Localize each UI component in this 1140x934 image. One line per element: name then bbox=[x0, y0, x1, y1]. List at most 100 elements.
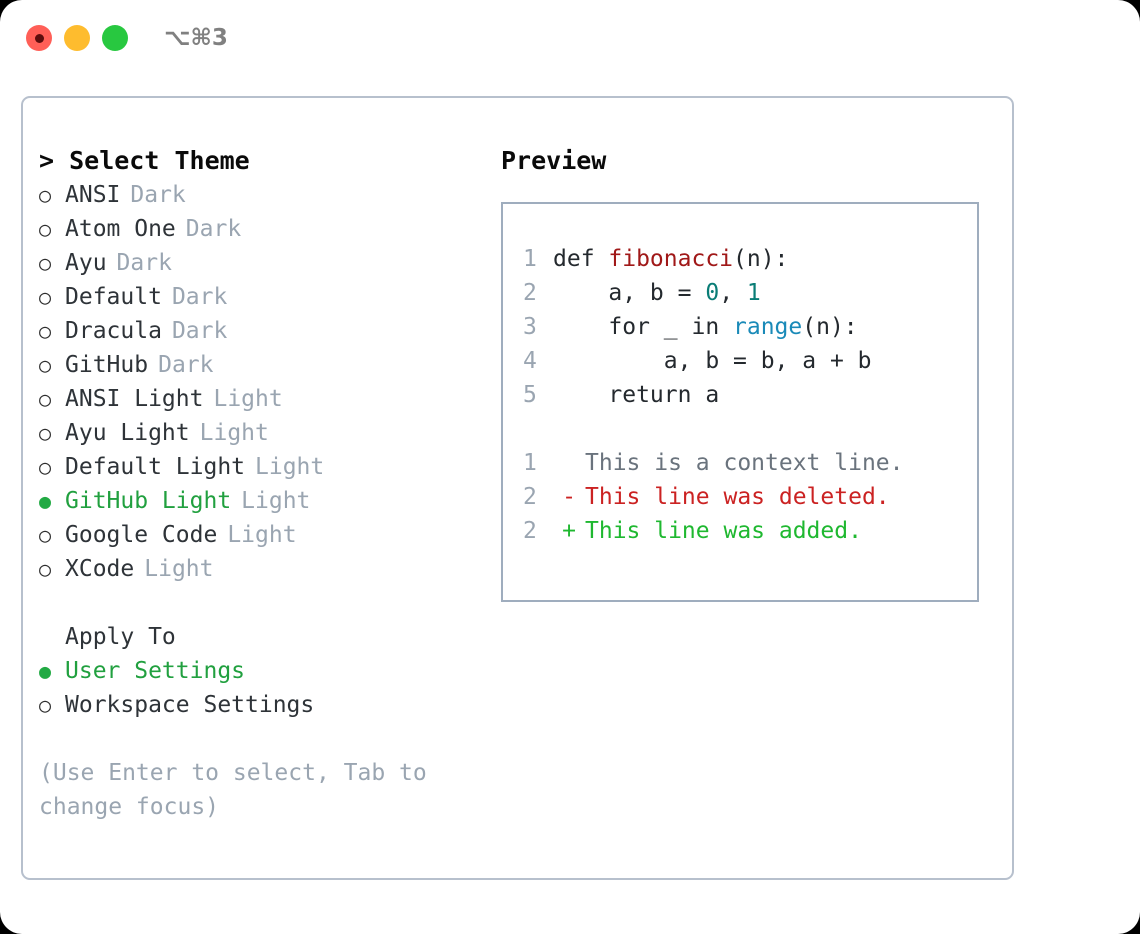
theme-name-label: ANSI Light bbox=[65, 386, 204, 412]
code-line-number: 3 bbox=[523, 314, 537, 340]
theme-list-item[interactable]: ○ Ayu Light Light bbox=[39, 416, 483, 450]
radio-unselected-icon: ○ bbox=[39, 387, 52, 411]
code-token-function: fibonacci bbox=[608, 246, 734, 272]
theme-name-label: Ayu Light bbox=[65, 420, 190, 446]
radio-selected-icon: ● bbox=[39, 489, 52, 513]
theme-variant-tag: Light bbox=[241, 488, 311, 514]
code-line-number: 2 bbox=[523, 280, 537, 306]
theme-name-label: ANSI bbox=[65, 182, 121, 208]
diff-sample: 1 This is a context line.2-This line was… bbox=[523, 446, 977, 548]
theme-variant-tag: Dark bbox=[185, 216, 242, 242]
title-bar: ⌥⌘3 bbox=[0, 0, 1140, 76]
code-token-plain: a, b = bbox=[553, 280, 706, 306]
apply-to-item[interactable]: ○ Workspace Settings bbox=[39, 688, 483, 722]
apply-to-item[interactable]: ● User Settings bbox=[39, 654, 483, 688]
theme-name-label: Default Light bbox=[65, 454, 246, 480]
radio-unselected-icon: ○ bbox=[39, 319, 52, 343]
theme-variant-tag: Dark bbox=[130, 182, 186, 208]
theme-variant-tag: Dark bbox=[171, 318, 228, 344]
apply-to-list[interactable]: ● User Settings ○ Workspace Settings bbox=[39, 654, 483, 722]
code-token-plain: (n): bbox=[733, 246, 789, 272]
theme-variant-tag: Dark bbox=[171, 284, 228, 310]
theme-variant-tag: Dark bbox=[158, 352, 214, 378]
diff-context-line: 1 This is a context line. bbox=[523, 446, 977, 480]
apply-to-label: User Settings bbox=[65, 658, 246, 684]
code-token-plain: for _ in bbox=[553, 314, 734, 340]
code-token-plain: def bbox=[553, 246, 609, 272]
diff-marker: + bbox=[562, 518, 576, 544]
code-token-number: 1 bbox=[746, 280, 761, 306]
apply-to-header: Apply To bbox=[65, 624, 176, 650]
diff-line-text: This is a context line. bbox=[585, 450, 904, 476]
radio-selected-icon: ● bbox=[39, 659, 52, 683]
theme-list-item[interactable]: ○ Atom One Dark bbox=[39, 212, 483, 246]
theme-name-label: Default bbox=[65, 284, 162, 310]
code-line: 4 a, b = b, a + b bbox=[523, 344, 977, 378]
code-line-number: 1 bbox=[523, 246, 537, 272]
theme-list-item[interactable]: ● GitHub Light Light bbox=[39, 484, 483, 518]
radio-unselected-icon: ○ bbox=[39, 251, 52, 275]
code-line: 5 return a bbox=[523, 378, 977, 412]
zoom-button[interactable] bbox=[102, 25, 128, 51]
minimize-button[interactable] bbox=[64, 25, 90, 51]
radio-unselected-icon: ○ bbox=[39, 523, 52, 547]
diff-added-line: 2+This line was added. bbox=[523, 514, 977, 548]
theme-list-item[interactable]: ○ Default Dark bbox=[39, 280, 483, 314]
theme-list-item[interactable]: ○ XCode Light bbox=[39, 552, 483, 586]
theme-name-label: Google Code bbox=[65, 522, 218, 548]
theme-variant-tag: Light bbox=[255, 454, 325, 480]
code-diff-separator bbox=[523, 412, 977, 446]
close-button[interactable] bbox=[26, 25, 52, 51]
recording-indicator-icon bbox=[34, 33, 44, 43]
radio-unselected-icon: ○ bbox=[39, 693, 52, 717]
radio-unselected-icon: ○ bbox=[39, 285, 52, 309]
diff-line-text: This line was deleted. bbox=[585, 484, 890, 510]
code-token-number: 0 bbox=[705, 280, 720, 306]
theme-name-label: Atom One bbox=[65, 216, 176, 242]
code-line-number: 4 bbox=[523, 348, 537, 374]
theme-variant-tag: Light bbox=[144, 556, 214, 582]
diff-deleted-line: 2-This line was deleted. bbox=[523, 480, 977, 514]
radio-unselected-icon: ○ bbox=[39, 217, 52, 241]
diff-line-number: 2 bbox=[523, 484, 537, 510]
theme-variant-tag: Dark bbox=[116, 250, 172, 276]
code-token-plain: (n): bbox=[802, 314, 858, 340]
radio-unselected-icon: ○ bbox=[39, 557, 52, 581]
diff-line-number: 1 bbox=[523, 450, 537, 476]
theme-list-item[interactable]: ○ ANSI Light Light bbox=[39, 382, 483, 416]
code-line: 2 a, b = 0, 1 bbox=[523, 276, 977, 310]
theme-variant-tag: Light bbox=[199, 420, 269, 446]
theme-variant-tag: Light bbox=[213, 386, 283, 412]
radio-unselected-icon: ○ bbox=[39, 353, 52, 377]
code-token-plain: return a bbox=[553, 382, 720, 408]
theme-name-label: XCode bbox=[65, 556, 135, 582]
traffic-lights bbox=[26, 25, 128, 51]
select-theme-header: > Select Theme bbox=[39, 146, 250, 175]
list-spacer bbox=[39, 586, 483, 620]
apply-to-label: Workspace Settings bbox=[65, 692, 315, 718]
diff-marker: - bbox=[562, 484, 576, 510]
theme-name-label: GitHub Light bbox=[65, 488, 232, 514]
theme-name-label: GitHub bbox=[65, 352, 149, 378]
code-line: 3 for _ in range(n): bbox=[523, 310, 977, 344]
keyboard-shortcut-label: ⌥⌘3 bbox=[164, 25, 228, 51]
radio-unselected-icon: ○ bbox=[39, 421, 52, 445]
diff-line-number: 2 bbox=[523, 518, 537, 544]
code-line: 1 def fibonacci(n): bbox=[523, 242, 977, 276]
code-token-plain: , bbox=[719, 280, 747, 306]
code-token-plain: a, b = b, a + b bbox=[553, 348, 872, 374]
theme-list-item[interactable]: ○ GitHub Dark bbox=[39, 348, 483, 382]
